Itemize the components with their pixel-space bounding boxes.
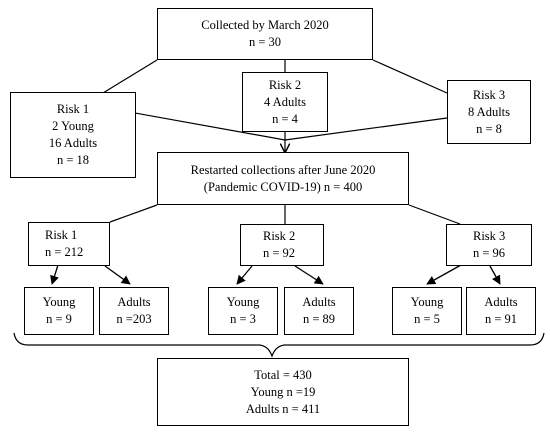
risk1-early-count: n = 18	[56, 153, 90, 167]
risk2-late-box: Risk 2 n = 92	[240, 224, 324, 266]
risk3-young-label: Young	[410, 295, 444, 309]
risk2-early-adults: 4 Adults	[263, 94, 307, 109]
edge-risk3-adults	[489, 265, 501, 285]
risk2-young-label: Young	[226, 295, 260, 309]
risk1-late-box: Risk 1 n = 212	[28, 222, 110, 266]
restarted-count: (Pandemic COVID-19) n = 400	[203, 179, 363, 194]
edge-risk1-adults	[104, 265, 131, 285]
risk2-young-count: n = 3	[230, 312, 256, 326]
risk1-early-adults: 16 Adults	[48, 136, 98, 150]
total-count: Total = 430	[254, 367, 312, 382]
risk2-young-box: Young n = 3	[208, 287, 278, 335]
risk3-early-adults: 8 Adults	[467, 104, 511, 119]
risk1-early-title: Risk 1	[56, 102, 90, 116]
risk1-late-count: n = 212	[45, 245, 84, 259]
restarted-title: Restarted collections after June 2020	[190, 162, 376, 177]
total-adults: Adults n = 411	[245, 401, 321, 416]
collected-box: Collected by March 2020 n = 30	[157, 8, 373, 60]
risk2-late-count: n = 92	[263, 246, 296, 260]
risk2-early-box: Risk 2 4 Adults n = 4	[242, 72, 328, 132]
edge-collected-risk3-early	[372, 59, 448, 94]
edge-risk2-adults	[294, 265, 324, 285]
total-box: Total = 430 Young n =19 Adults n = 411	[157, 358, 409, 426]
risk1-young-box: Young n = 9	[24, 287, 94, 335]
edge-risk3-young	[426, 264, 462, 285]
risk1-early-box: Risk 1 2 Young 16 Adults n = 18	[10, 92, 136, 178]
risk1-young-count: n = 9	[46, 312, 72, 326]
risk2-late-title: Risk 2	[263, 229, 296, 243]
collected-title: Collected by March 2020	[201, 18, 329, 32]
edge-restarted-risk3-late	[408, 204, 461, 225]
risk2-adults-label: Adults	[302, 295, 336, 309]
risk3-young-box: Young n = 5	[392, 287, 462, 335]
risk3-adults-label: Adults	[484, 295, 518, 309]
collected-count: n = 30	[248, 35, 282, 49]
risk3-late-title: Risk 3	[473, 229, 506, 243]
edge-risk2-young	[236, 265, 253, 285]
risk1-early-young: 2 Young	[52, 119, 94, 133]
restarted-box: Restarted collections after June 2020 (P…	[157, 152, 409, 205]
risk2-early-count: n = 4	[272, 111, 298, 126]
risk2-adults-count: n = 89	[302, 312, 336, 326]
edge-risk1-young	[50, 264, 59, 285]
total-young: Young n =19	[250, 384, 316, 399]
risk2-adults-box: Adults n = 89	[284, 287, 354, 335]
risk3-adults-box: Adults n = 91	[466, 287, 536, 335]
edge-restarted-risk1-late	[109, 204, 158, 223]
risk3-late-box: Risk 3 n = 96	[446, 224, 532, 266]
risk3-early-box: Risk 3 8 Adults n = 8	[447, 80, 531, 144]
risk3-late-count: n = 96	[473, 246, 506, 260]
total-bracket	[13, 332, 545, 358]
risk1-adults-box: Adults n =203	[99, 287, 169, 335]
risk3-young-count: n = 5	[414, 312, 440, 326]
risk1-adults-count: n =203	[116, 312, 152, 326]
risk1-late-title: Risk 1	[45, 228, 78, 242]
risk2-early-title: Risk 2	[268, 77, 302, 92]
risk1-young-label: Young	[42, 295, 76, 309]
risk3-early-count: n = 8	[476, 121, 502, 136]
risk3-adults-count: n = 91	[484, 312, 518, 326]
risk3-early-title: Risk 3	[472, 87, 506, 102]
risk1-adults-label: Adults	[117, 295, 151, 309]
edge-risk3-early-to-restarted	[284, 117, 448, 141]
